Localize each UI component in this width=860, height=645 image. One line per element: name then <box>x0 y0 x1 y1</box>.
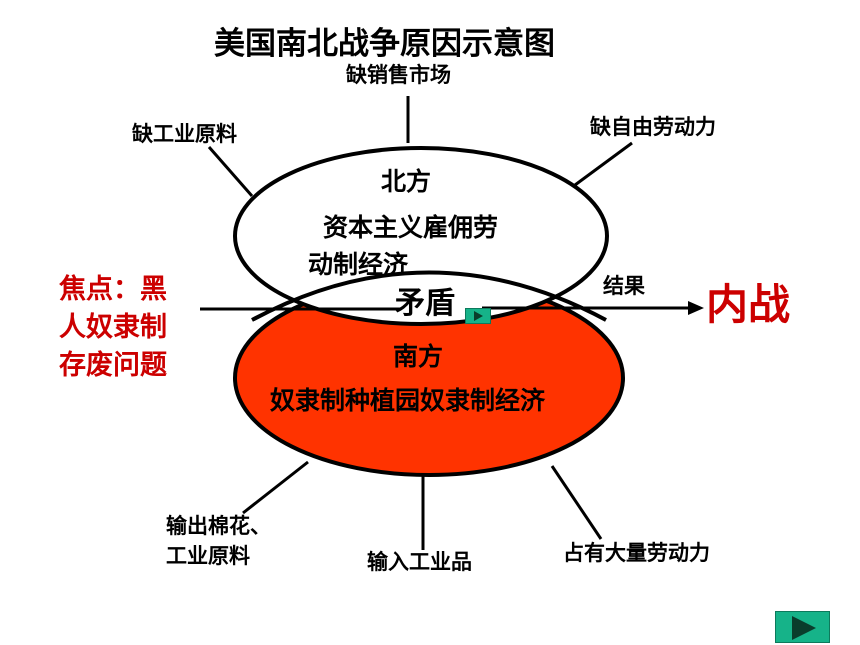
label-focus-line1: 焦点：黑 <box>59 274 167 305</box>
line-right-factor <box>574 141 633 187</box>
label-focus-line3: 存废问题 <box>59 350 167 381</box>
label-north-top-factor: 缺销售市场 <box>346 63 451 87</box>
play-triangle-icon <box>792 616 816 640</box>
label-south-bottom-left-line1: 输出棉花、 <box>166 514 271 538</box>
arrow-result-head <box>688 301 704 315</box>
label-north-right-factor: 缺自由劳动力 <box>590 115 716 139</box>
diagram-title: 美国南北战争原因示意图 <box>214 26 555 62</box>
label-conflict: 矛盾 <box>395 286 455 321</box>
north-ellipse <box>233 146 609 326</box>
line-left-factor <box>207 146 254 197</box>
label-south-bottom-left-line2: 工业原料 <box>166 544 250 568</box>
label-north-left-factor: 缺工业原料 <box>132 122 237 146</box>
inline-play-button[interactable] <box>465 308 491 324</box>
play-triangle-icon <box>474 311 483 321</box>
label-south-bottom-right-factor: 占有大量劳动力 <box>563 541 710 565</box>
label-south-economy: 奴隶制种植园奴隶制经济 <box>270 386 546 415</box>
label-north-name: 北方 <box>381 167 432 196</box>
next-slide-button[interactable] <box>775 611 830 643</box>
label-result: 结果 <box>603 274 645 298</box>
label-focus-line2: 人奴隶制 <box>59 312 167 343</box>
label-outcome: 内战 <box>706 280 791 329</box>
label-south-name: 南方 <box>393 342 444 371</box>
label-north-economy-line2: 动制经济 <box>308 250 409 279</box>
label-north-economy-line1: 资本主义雇佣劳 <box>323 213 499 242</box>
line-bottom-left-factor <box>242 460 309 515</box>
south-ellipse-top-arc <box>251 270 607 322</box>
label-south-bottom-factor: 输入工业品 <box>367 550 472 574</box>
line-bottom-right-factor <box>550 465 603 540</box>
